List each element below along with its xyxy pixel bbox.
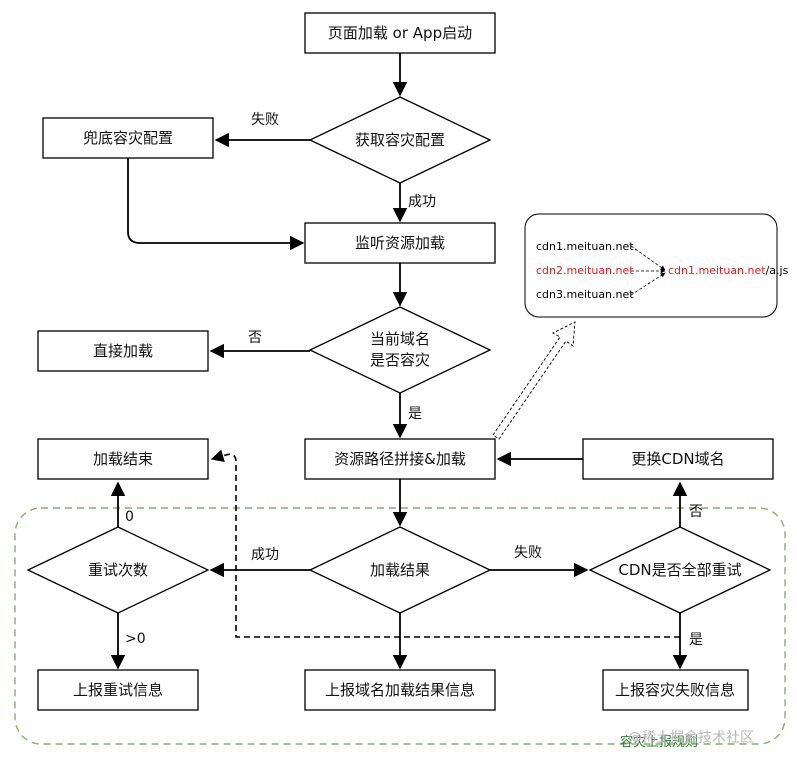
node-fallback-config: 兜底容灾配置 xyxy=(42,117,214,159)
edge-label-fail: 失败 xyxy=(251,112,279,128)
edges xyxy=(110,53,688,670)
node-resource-path: 资源路径拼接&加载 xyxy=(304,438,496,480)
edge-label-no: 否 xyxy=(248,330,262,346)
svg-text:当前域名: 当前域名 xyxy=(370,330,430,348)
svg-text:加载结束: 加载结束 xyxy=(93,450,153,468)
edge-label-no-right: 否 xyxy=(689,504,703,520)
edge-label-yes-right: 是 xyxy=(689,632,703,648)
node-load-result: 加载结果 xyxy=(308,526,492,614)
cdn-target: cdn1.meituan.net/a.js xyxy=(668,264,789,277)
svg-text:兜底容灾配置: 兜底容灾配置 xyxy=(83,129,173,147)
node-report-retry: 上报重试信息 xyxy=(37,669,199,711)
node-report-fail: 上报容灾失败信息 xyxy=(602,669,749,711)
cdn-line-1: cdn1.meituan.net xyxy=(536,240,634,253)
edge-label-fail-right: 失败 xyxy=(514,545,542,561)
edge-label-gt-zero: >0 xyxy=(125,631,146,647)
dashed-return-edge xyxy=(210,449,680,638)
edge-label-success-left: 成功 xyxy=(251,547,279,563)
svg-text:上报域名加载结果信息: 上报域名加载结果信息 xyxy=(325,681,475,699)
svg-text:CDN是否全部重试: CDN是否全部重试 xyxy=(618,561,741,579)
svg-text:资源路径拼接&加载: 资源路径拼接&加载 xyxy=(334,450,466,468)
node-cdn-all-retry: CDN是否全部重试 xyxy=(588,526,772,614)
cdn-line-2: cdn2.meituan.net xyxy=(536,264,634,277)
node-start: 页面加载 or App启动 xyxy=(304,12,496,54)
node-is-disaster: 当前域名 是否容灾 xyxy=(308,306,492,394)
svg-text:监听资源加载: 监听资源加载 xyxy=(355,234,445,252)
group-label: 容灾上报规则 xyxy=(620,734,698,750)
cdn-callout: cdn1.meituan.net cdn2.meituan.net cdn3.m… xyxy=(524,213,789,318)
svg-text:加载结果: 加载结果 xyxy=(370,561,430,579)
node-listen: 监听资源加载 xyxy=(304,222,496,264)
svg-text:是否容灾: 是否容灾 xyxy=(370,351,430,369)
edge-label-yes: 是 xyxy=(408,406,422,422)
node-retry-count: 重试次数 xyxy=(26,526,210,614)
node-fetch-config: 获取容灾配置 xyxy=(308,96,492,184)
edge-label-success: 成功 xyxy=(408,194,436,210)
svg-text:直接加载: 直接加载 xyxy=(93,342,153,360)
node-report-domain: 上报域名加载结果信息 xyxy=(304,669,496,711)
node-load-end: 加载结束 xyxy=(37,438,209,480)
node-direct-load: 直接加载 xyxy=(37,330,209,372)
cdn-line-3: cdn3.meituan.net xyxy=(536,288,634,301)
edge-label-zero: 0 xyxy=(125,509,134,525)
svg-text:更换CDN域名: 更换CDN域名 xyxy=(631,450,724,468)
callout-pointer-arrow xyxy=(492,321,576,440)
node-switch-cdn: 更换CDN域名 xyxy=(582,438,774,480)
svg-text:获取容灾配置: 获取容灾配置 xyxy=(355,131,445,149)
svg-text:上报容灾失败信息: 上报容灾失败信息 xyxy=(615,681,735,699)
svg-text:上报重试信息: 上报重试信息 xyxy=(73,681,163,699)
svg-text:重试次数: 重试次数 xyxy=(88,561,148,579)
svg-text:页面加载 or App启动: 页面加载 or App启动 xyxy=(328,24,472,42)
watermark: @稀土掘金技术社区 xyxy=(628,730,754,746)
